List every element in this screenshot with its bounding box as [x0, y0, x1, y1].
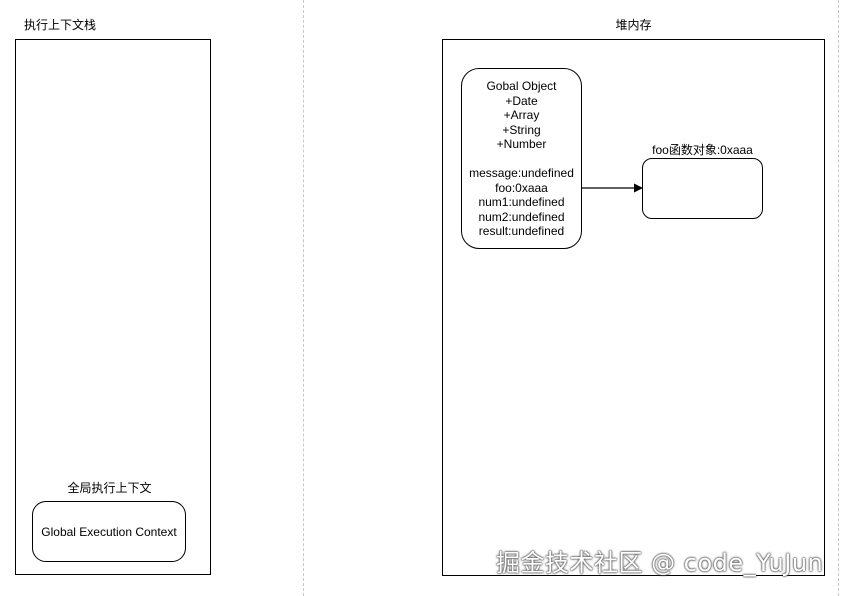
gec-label: Global Execution Context: [41, 524, 177, 539]
foo-function-object-box[interactable]: [642, 158, 763, 219]
global-object-line: Gobal Object: [486, 79, 557, 93]
global-object-line: +Number: [496, 137, 547, 151]
global-object-properties: Gobal Object+Date+Array+String+Number mes…: [462, 69, 581, 239]
heap-title: 堆内存: [615, 18, 652, 32]
global-object-line: result:undefined: [478, 224, 565, 238]
global-object-line: num1:undefined: [478, 195, 565, 209]
reference-arrow: [582, 183, 643, 193]
arrowhead: [634, 183, 643, 193]
global-object-line: foo:0xaaa: [495, 180, 548, 195]
watermark: 掘金技术社区 @ code_YuJun: [496, 549, 824, 577]
gec-caption: 全局执行上下文: [67, 481, 152, 495]
global-object-line: +String: [502, 122, 541, 137]
global-execution-context-box[interactable]: Global Execution Context: [32, 501, 186, 562]
global-object-line: +Array: [503, 108, 540, 122]
global-object-line: +Date: [505, 93, 538, 108]
global-object-line: num2:undefined: [478, 209, 565, 224]
foo-object-caption: foo函数对象:0xaaa: [652, 143, 753, 157]
right-edge-divider: [838, 0, 839, 596]
global-object-box[interactable]: Gobal Object+Date+Array+String+Number mes…: [461, 68, 582, 249]
column-divider: [303, 0, 304, 596]
heap-panel: [442, 39, 825, 576]
global-object-line: message:undefined: [469, 166, 574, 180]
stack-title: 执行上下文栈: [24, 18, 97, 32]
stack-panel: [15, 39, 211, 575]
spacer-line: [462, 152, 581, 167]
